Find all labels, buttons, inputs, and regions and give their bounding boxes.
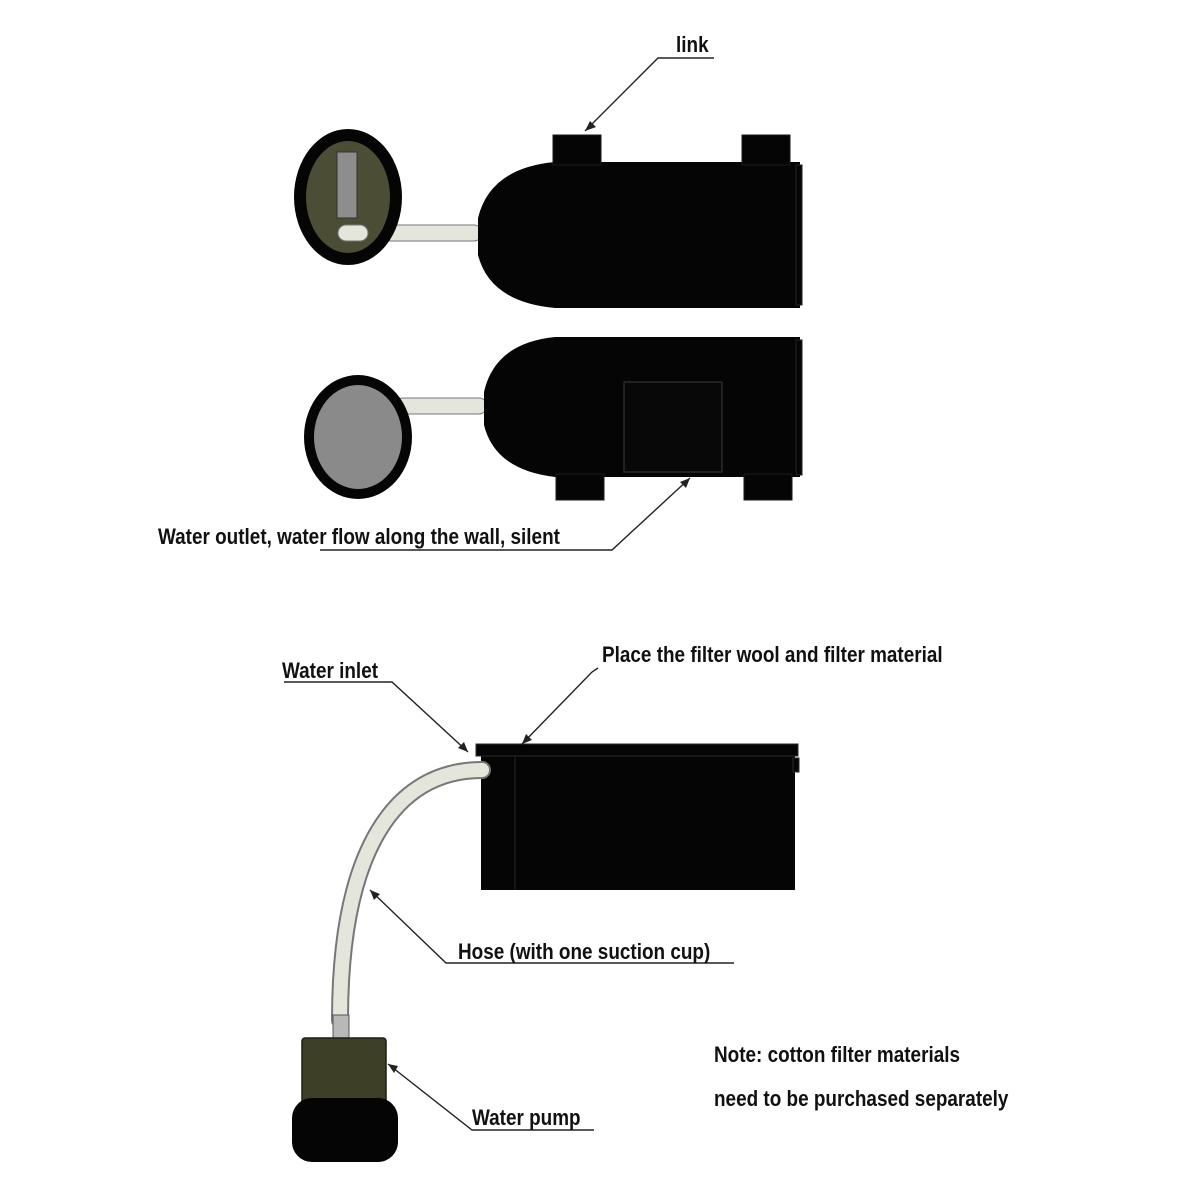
- leader-water-inlet: [284, 681, 469, 753]
- pump-connector: [332, 1014, 350, 1042]
- filter-box: [481, 752, 795, 890]
- side-view-water-outlet: [623, 381, 723, 473]
- assembly-view: [292, 743, 800, 1162]
- arrow-link: [585, 121, 596, 131]
- leader-hose: [369, 889, 734, 964]
- side-view-foot-left: [555, 473, 605, 501]
- side-view-suction-cup-disc: [314, 385, 402, 489]
- arrow-hose: [370, 890, 380, 900]
- leader-filter: [521, 667, 599, 745]
- assembly-hose: [331, 761, 491, 1029]
- arrow-filter: [522, 734, 532, 744]
- assembly-hose-inner: [333, 763, 489, 1027]
- label-note-line1: Note: cotton filter materials: [714, 1042, 961, 1067]
- arrow-inlet: [458, 742, 468, 752]
- filter-box-side-lip: [792, 757, 800, 773]
- label-hose: Hose (with one suction cup): [458, 939, 711, 964]
- leader-link: [584, 57, 714, 132]
- top-view-hose-end: [337, 224, 369, 242]
- side-view-foot-right: [743, 473, 793, 501]
- filter-box-lid: [475, 743, 799, 757]
- label-filter-place: Place the filter wool and filter materia…: [602, 642, 943, 667]
- leader-arrowheads: [370, 121, 690, 1073]
- side-view-filter: [304, 337, 803, 501]
- top-view-suction-cup-slot: [336, 151, 358, 219]
- side-view-hose: [394, 397, 488, 415]
- pump-base: [292, 1098, 398, 1162]
- top-view-body: [478, 162, 800, 308]
- label-water-outlet: Water outlet, water flow along the wall,…: [158, 524, 560, 549]
- label-water-pump: Water pump: [472, 1105, 581, 1130]
- top-view-link-tab-left: [552, 134, 602, 166]
- leader-pump: [387, 1063, 594, 1131]
- arrow-outlet: [680, 478, 690, 488]
- top-view-link-tab-right: [741, 134, 791, 166]
- label-water-inlet: Water inlet: [282, 658, 379, 683]
- top-view-filter: [294, 129, 803, 308]
- top-view-body-edge: [795, 164, 803, 306]
- label-link: link: [676, 32, 709, 57]
- arrow-pump: [388, 1064, 398, 1073]
- label-note-line2: need to be purchased separately: [714, 1086, 1009, 1111]
- leader-water-outlet: [320, 477, 691, 551]
- side-view-body-edge: [795, 339, 803, 476]
- leader-lines: [284, 57, 734, 1131]
